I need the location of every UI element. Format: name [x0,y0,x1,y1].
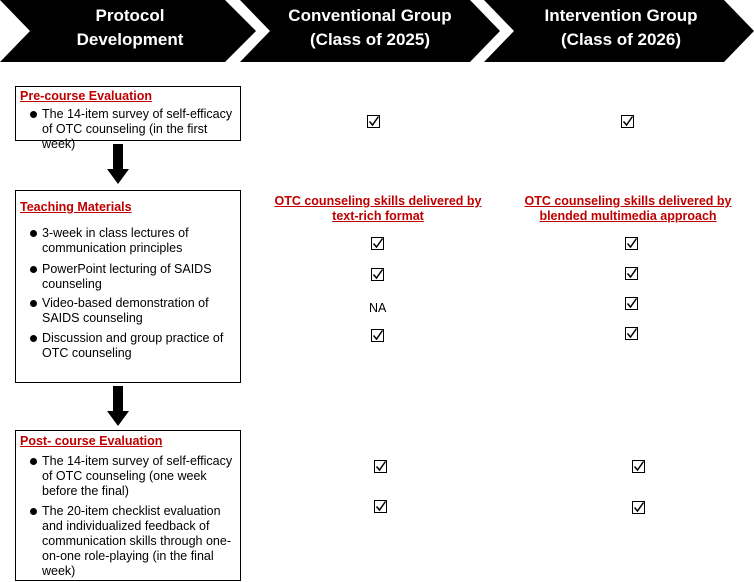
checkbox-checked-icon [367,115,380,128]
header-protocol: Protocol Development [76,6,184,49]
bullet-icon [30,266,37,273]
pre-course-item: The 14-item survey of self-efficacy of O… [29,107,241,152]
bullet-icon [30,458,37,465]
conventional-teaching-header: OTC counseling skills delivered by text-… [274,194,482,223]
bullet-icon [30,335,37,342]
down-arrow-icon [107,386,129,426]
bullet-icon [30,111,37,118]
bullet-icon [30,230,37,237]
header-chevron-bar [0,0,754,62]
down-arrow-icon [107,144,129,184]
intervention-teaching-header: OTC counseling skills delivered by blend… [524,194,732,223]
not-applicable-label: NA [369,301,387,315]
post-course-title: Post- course Evaluation [20,434,163,448]
teaching-materials-box [15,190,241,383]
chevron-protocol [0,0,256,62]
checkbox-checked-icon [621,115,634,128]
checkbox-checked-icon [632,460,645,473]
checkbox-checked-icon [625,237,638,250]
bullet-icon [30,300,37,307]
pre-course-title: Pre-course Evaluation [20,89,152,103]
teaching-item: PowerPoint lecturing of SAIDS counseling [29,262,241,292]
checkbox-checked-icon [374,460,387,473]
teaching-item: Discussion and group practice of OTC cou… [29,331,241,361]
checkbox-checked-icon [625,327,638,340]
checkbox-checked-icon [625,297,638,310]
bullet-icon [30,508,37,515]
checkbox-checked-icon [371,237,384,250]
teaching-item: 3-week in class lectures of communicatio… [29,226,241,256]
teaching-item: Video-based demonstration of SAIDS couns… [29,296,241,326]
pre-course-box [15,86,241,141]
checkbox-checked-icon [632,501,645,514]
checkbox-checked-icon [371,268,384,281]
checkbox-checked-icon [625,267,638,280]
chevron-conventional [240,0,500,62]
header-intervention-group: Intervention Group (Class of 2026) [544,6,698,49]
checkbox-checked-icon [371,329,384,342]
teaching-materials-title: Teaching Materials [20,200,132,214]
header-conventional-group: Conventional Group (Class of 2025) [288,6,452,49]
chevron-intervention [484,0,754,62]
post-course-item: The 20-item checklist evaluation and ind… [29,504,241,579]
checkbox-checked-icon [374,500,387,513]
post-course-box [15,430,241,581]
post-course-item: The 14-item survey of self-efficacy of O… [29,454,241,499]
